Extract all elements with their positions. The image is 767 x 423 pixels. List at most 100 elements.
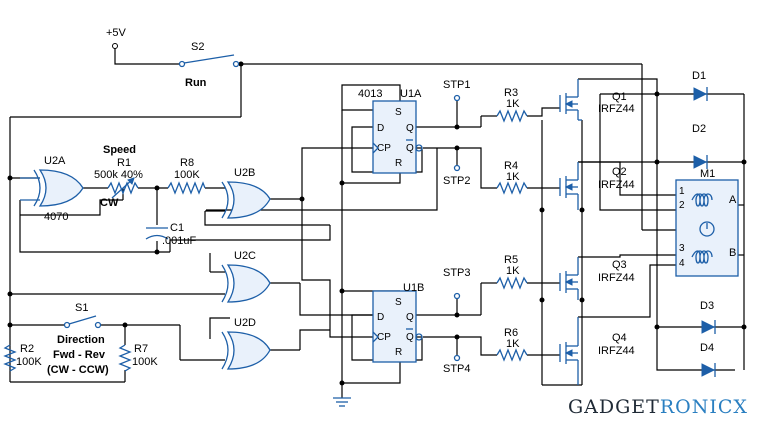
svg-text:D2: D2	[692, 123, 706, 135]
svg-text:D4: D4	[700, 342, 714, 354]
svg-text:IRFZ44: IRFZ44	[598, 179, 635, 191]
mosfet-q3: Q3 IRFZ44	[559, 257, 635, 300]
svg-text:S1: S1	[75, 302, 88, 314]
svg-text:S: S	[395, 107, 402, 118]
r8-ref: R8	[180, 157, 194, 169]
svg-text:IRFZ44: IRFZ44	[598, 272, 635, 284]
r8-value: 100K	[174, 169, 200, 181]
svg-text:D: D	[377, 312, 384, 323]
c1-value: .001uF	[162, 235, 197, 247]
pot-ref: R1	[117, 157, 131, 169]
c1-ref: C1	[170, 222, 184, 234]
testpoint-stp1: STP1	[443, 79, 471, 102]
svg-text:STP4: STP4	[443, 363, 471, 375]
svg-text:R3: R3	[504, 87, 518, 99]
gate-u2a: U2A 4070	[20, 155, 84, 223]
gate-u2c: U2C	[221, 250, 271, 303]
resistor-r4: R4 1K	[496, 160, 528, 195]
brand-part1: GADGET	[568, 396, 660, 418]
pot-value: 500k 40%	[94, 169, 143, 181]
svg-text:Q4: Q4	[612, 332, 627, 344]
svg-text:4: 4	[679, 258, 685, 269]
u1a-part: 4013	[358, 88, 382, 100]
u2a-ref: U2A	[44, 155, 66, 167]
svg-text:(CW - CCW): (CW - CCW)	[47, 364, 109, 376]
flipflop-u1a: 4013 U1A S D CP R Q Q	[358, 88, 423, 174]
capacitor-c1: C1 .001uF	[145, 222, 197, 247]
svg-text:R6: R6	[504, 327, 518, 339]
switch-s2: S2 Run	[178, 41, 240, 89]
supply-label: +5V	[106, 27, 127, 39]
svg-text:M1: M1	[700, 168, 715, 180]
diode-d2: D2	[692, 123, 708, 169]
diode-d4: D4	[700, 342, 716, 377]
testpoint-stp4: STP4	[443, 354, 471, 375]
diode-d3: D3	[700, 300, 716, 334]
svg-text:Fwd - Rev: Fwd - Rev	[53, 349, 106, 361]
svg-text:Q: Q	[406, 143, 414, 154]
resistor-r6: R6 1K	[496, 327, 528, 362]
svg-text:100K: 100K	[132, 356, 158, 368]
stepper-motor-m1: M1 1 2 3 4 A B	[675, 168, 739, 277]
svg-text:IRFZ44: IRFZ44	[598, 103, 635, 115]
brand-logo: GADGETRONICX	[568, 396, 748, 418]
testpoint-stp2: STP2	[443, 164, 471, 187]
svg-text:2: 2	[679, 200, 685, 211]
brand-part2: RONICX	[660, 396, 748, 418]
supply-terminal: +5V	[106, 27, 127, 49]
svg-text:1K: 1K	[506, 338, 520, 350]
svg-text:CP: CP	[377, 332, 391, 343]
mosfet-q1: Q1 IRFZ44	[559, 79, 635, 121]
svg-text:Q1: Q1	[612, 91, 627, 103]
svg-text:STP3: STP3	[443, 267, 471, 279]
u2b-ref: U2B	[234, 167, 255, 179]
svg-text:100K: 100K	[16, 356, 42, 368]
resistor-r2: R2 100K	[3, 343, 42, 372]
svg-text:Q3: Q3	[612, 259, 627, 271]
svg-text:Q: Q	[406, 123, 414, 134]
svg-text:R2: R2	[20, 343, 34, 355]
u2d-ref: U2D	[234, 317, 256, 329]
mosfet-q4: Q4 IRFZ44	[559, 317, 635, 385]
pot-title: Speed	[103, 144, 136, 156]
pot-dir: CW	[100, 197, 119, 209]
svg-text:B: B	[729, 247, 736, 259]
svg-text:STP1: STP1	[443, 79, 471, 91]
svg-text:1K: 1K	[506, 171, 520, 183]
svg-text:Q: Q	[406, 312, 414, 323]
resistor-r5: R5 1K	[496, 254, 528, 290]
svg-text:D1: D1	[692, 70, 706, 82]
u1b-ref: U1B	[403, 282, 424, 294]
mosfet-q2: Q2 IRFZ44	[559, 162, 635, 210]
resistor-r8: R8 100K	[167, 157, 206, 195]
resistor-r7: R7 100K	[118, 343, 158, 372]
svg-text:IRFZ44: IRFZ44	[598, 345, 635, 357]
svg-text:CP: CP	[377, 143, 391, 154]
flipflop-u1b: U1B S D CP R Q Q	[372, 282, 424, 363]
wiring	[9, 48, 745, 398]
junction-dots	[7, 61, 747, 386]
svg-text:Q2: Q2	[612, 166, 627, 178]
u2a-part: 4070	[44, 211, 68, 223]
svg-text:1: 1	[679, 186, 685, 197]
diode-d1: D1	[692, 70, 708, 101]
svg-text:Q: Q	[406, 332, 414, 343]
svg-text:R: R	[395, 347, 402, 358]
u2c-ref: U2C	[234, 250, 256, 262]
svg-text:R5: R5	[504, 254, 518, 266]
s2-desc: Run	[185, 77, 207, 89]
switch-s1: S1 Direction Fwd - Rev (CW - CCW)	[47, 302, 109, 376]
s2-ref: S2	[191, 41, 204, 53]
svg-text:3: 3	[679, 243, 685, 254]
svg-text:R7: R7	[134, 343, 148, 355]
svg-text:STP2: STP2	[443, 175, 471, 187]
potentiometer-r1: Speed R1 500k 40% CW	[94, 144, 143, 209]
svg-text:R: R	[395, 158, 402, 169]
gate-u2d: U2D	[221, 317, 271, 370]
u1a-ref: U1A	[400, 88, 422, 100]
svg-text:1K: 1K	[506, 265, 520, 277]
svg-text:Direction: Direction	[57, 334, 105, 346]
svg-text:D: D	[377, 123, 384, 134]
